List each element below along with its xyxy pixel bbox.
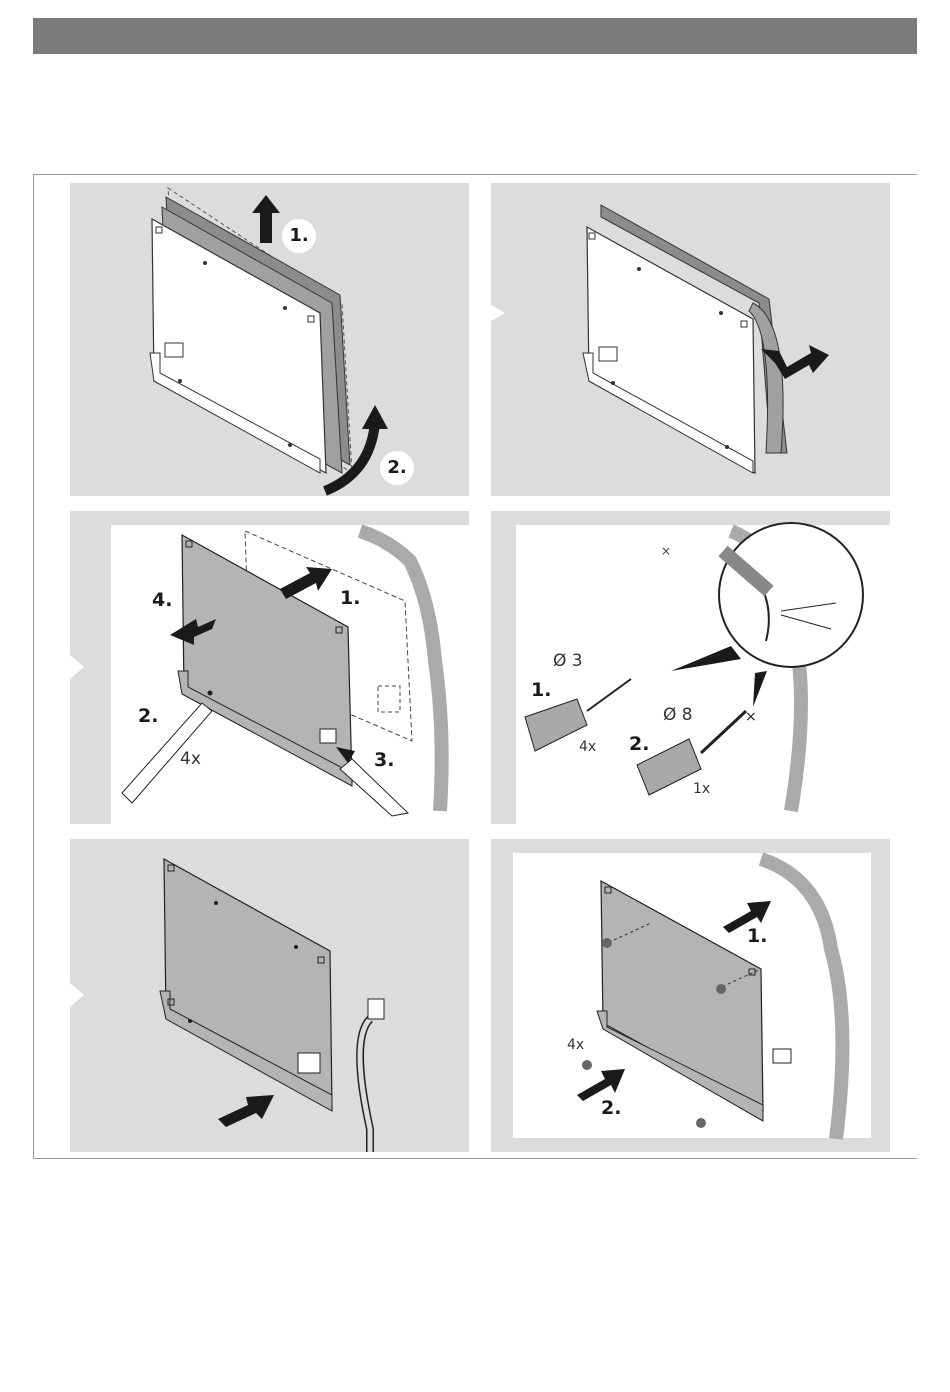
heater-remove-frame-illustration — [70, 183, 469, 496]
quantity-1x: 1x — [693, 781, 710, 797]
step-2-label: 2. — [601, 1097, 621, 1119]
drill-diameter-3: Ø 3 — [553, 651, 583, 671]
header-bar — [33, 18, 917, 54]
panel-step-6: 1. 2. 4x — [491, 839, 890, 1152]
step-2-label: 2. — [629, 733, 649, 755]
step-1-label: 1. — [747, 925, 767, 947]
step-1-label: 1. — [340, 587, 360, 609]
frame-bottom-rule — [33, 1158, 917, 1159]
step-1-label: 1. — [531, 679, 551, 701]
chevron-right-icon — [491, 983, 505, 1007]
panel-step-3: 1. 2. 3. 4. 4x — [70, 511, 469, 824]
screw-mount-illustration — [491, 839, 890, 1152]
quantity-4x: 4x — [579, 739, 596, 755]
step-4-label: 4. — [152, 589, 172, 611]
step-3-label: 3. — [374, 749, 394, 771]
frame-top-rule — [33, 174, 917, 175]
chevron-right-icon — [70, 983, 84, 1007]
chevron-right-icon — [491, 655, 505, 679]
drill-holes-illustration: × × — [491, 511, 890, 824]
panel-step-4: × × 1. 2. Ø 3 Ø 8 4x 1x — [491, 511, 890, 824]
panel-step-2 — [491, 183, 890, 496]
step-1-badge: 1. — [282, 219, 316, 253]
chevron-right-icon — [491, 305, 505, 321]
chevron-right-icon — [70, 655, 84, 679]
quantity-label: 4x — [180, 749, 201, 769]
wall-bracket-marking-illustration — [70, 511, 469, 824]
quantity-label: 4x — [567, 1037, 584, 1053]
svg-text:×: × — [745, 709, 757, 725]
svg-text:×: × — [661, 544, 671, 558]
step-2-badge: 2. — [380, 451, 414, 485]
cable-connect-illustration — [70, 839, 469, 1152]
panel-step-5 — [70, 839, 469, 1152]
step-2-label: 2. — [138, 705, 158, 727]
frame-left-rule — [33, 174, 34, 1159]
drill-diameter-8: Ø 8 — [663, 705, 693, 725]
heater-frame-detached-illustration — [491, 183, 890, 496]
panel-step-1: 1. 2. — [70, 183, 469, 496]
